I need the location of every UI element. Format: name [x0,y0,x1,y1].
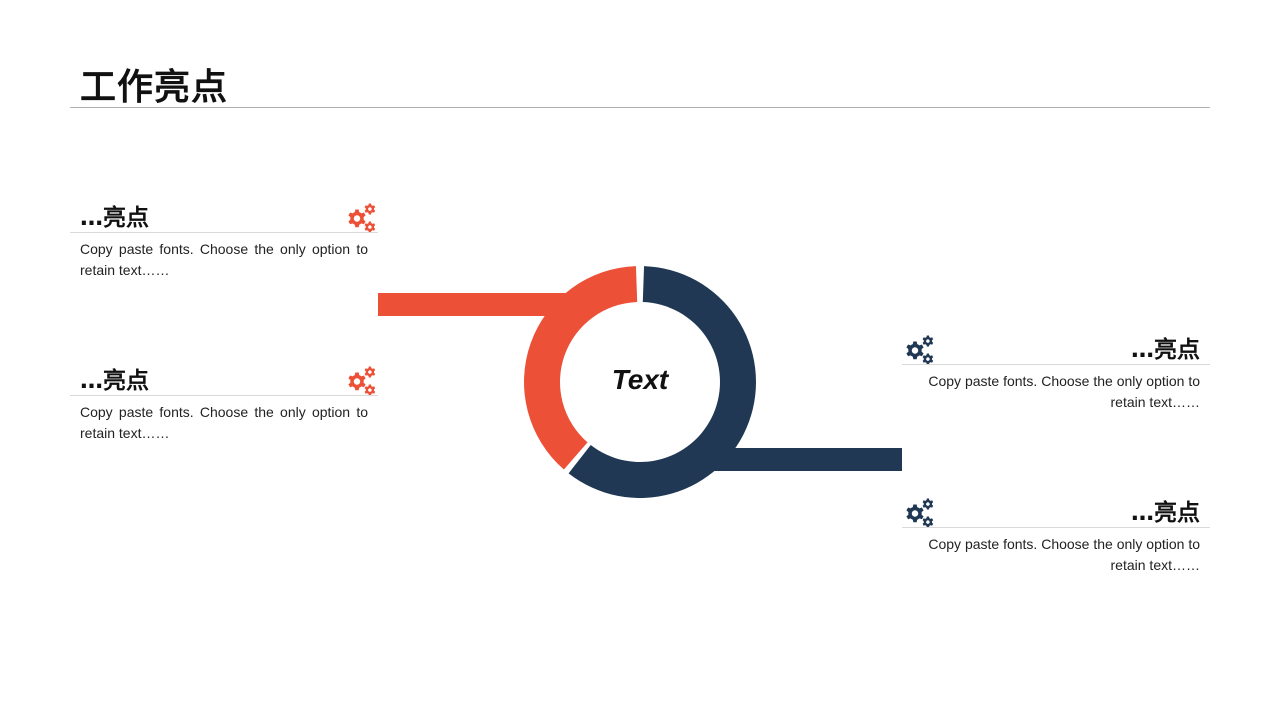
card-divider [902,364,1210,365]
card-heading: …亮点 [1131,500,1200,526]
right-connector-bar [712,448,902,471]
gears-icon [902,334,936,366]
gears-icon [344,202,378,234]
highlight-card-2: …亮点 Copy paste fonts. Choose the only op… [70,351,378,444]
left-connector-bar [378,293,568,316]
card-divider [70,395,378,396]
card-text: Copy paste fonts. Choose the only option… [80,241,368,278]
gears-icon [344,365,378,397]
card-heading: …亮点 [80,368,149,394]
ring-segment-accent [524,266,638,470]
gears-icon [902,497,936,529]
card-text: Copy paste fonts. Choose the only option… [928,536,1200,573]
card-text: Copy paste fonts. Choose the only option… [928,373,1200,410]
highlight-card-4: …亮点 Copy paste fonts. Choose the only op… [902,483,1210,576]
card-heading: …亮点 [1131,337,1200,363]
page-title: 工作亮点 [80,67,229,108]
highlight-card-3: …亮点 Copy paste fonts. Choose the only op… [902,320,1210,413]
card-divider [902,527,1210,528]
card-text: Copy paste fonts. Choose the only option… [80,404,368,441]
card-divider [70,232,378,233]
title-divider [70,107,1210,108]
ring-segment-dark [568,266,756,498]
card-heading: …亮点 [80,205,149,231]
center-label: Text [611,364,669,395]
highlight-card-1: …亮点 Copy paste fonts. Choose the only op… [70,188,378,281]
